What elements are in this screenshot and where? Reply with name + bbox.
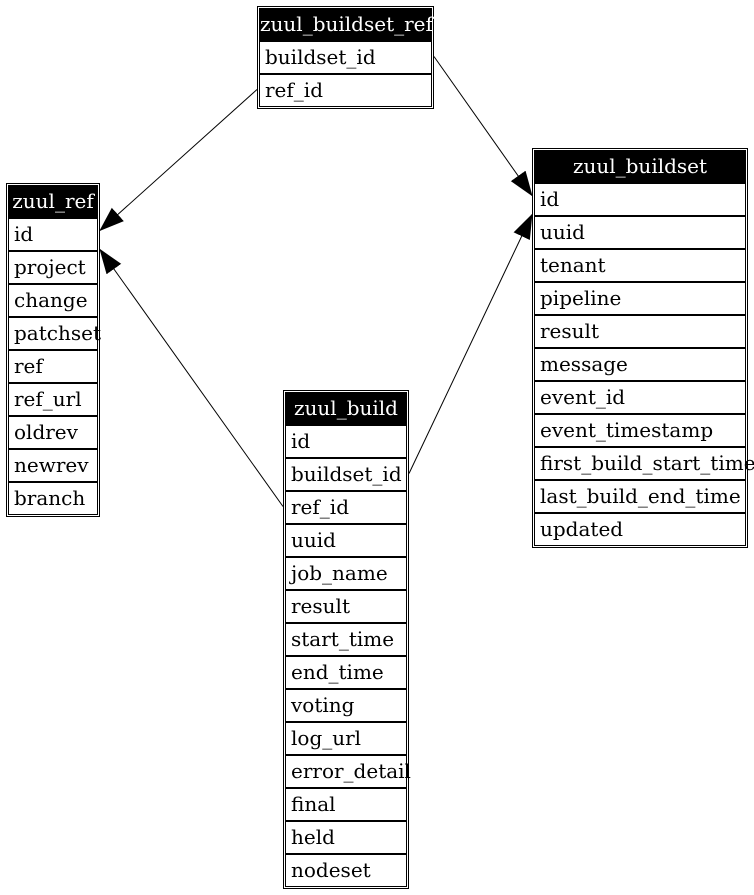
field-row-zuul_ref-project: project: [8, 251, 98, 284]
field-row-zuul_build-nodeset: nodeset: [285, 854, 407, 887]
table-title-zuul_buildset: zuul_buildset: [534, 150, 746, 183]
field-row-zuul_build-ref_id: ref_id: [285, 491, 407, 524]
field-row-zuul_buildset_ref-ref_id: ref_id: [259, 74, 432, 107]
field-row-zuul_build-job_name: job_name: [285, 557, 407, 590]
field-row-zuul_buildset-result: result: [534, 315, 746, 348]
field-row-zuul_buildset-message: message: [534, 348, 746, 381]
field-row-zuul_build-voting: voting: [285, 689, 407, 722]
field-row-zuul_ref-oldrev: oldrev: [8, 416, 98, 449]
edge-zuul_build-buildset_id-to-zuul_buildset-id: [408, 213, 533, 474]
field-row-zuul_build-held: held: [285, 821, 407, 854]
field-row-zuul_buildset-last_build_end_time: last_build_end_time: [534, 480, 746, 513]
field-row-zuul_build-start_time: start_time: [285, 623, 407, 656]
edge-zuul_buildset_ref-buildset_id-to-zuul_buildset-id: [433, 56, 533, 197]
field-row-zuul_build-buildset_id: buildset_id: [285, 458, 407, 491]
field-row-zuul_buildset-event_id: event_id: [534, 381, 746, 414]
field-row-zuul_buildset-first_build_start_time: first_build_start_time: [534, 447, 754, 480]
field-row-zuul_buildset-uuid: uuid: [534, 216, 746, 249]
field-row-zuul_buildset_ref-buildset_id: buildset_id: [259, 41, 432, 74]
field-row-zuul_build-log_url: log_url: [285, 722, 407, 755]
field-row-zuul_buildset-event_timestamp: event_timestamp: [534, 414, 746, 447]
field-row-zuul_build-end_time: end_time: [285, 656, 407, 689]
table-title-zuul_buildset_ref: zuul_buildset_ref: [259, 8, 433, 41]
table-title-zuul_build: zuul_build: [285, 392, 407, 425]
field-row-zuul_build-id: id: [285, 425, 407, 458]
field-row-zuul_build-uuid: uuid: [285, 524, 407, 557]
field-row-zuul_buildset-updated: updated: [534, 513, 746, 546]
field-row-zuul_ref-newrev: newrev: [8, 449, 98, 482]
field-row-zuul_build-final: final: [285, 788, 407, 821]
edge-zuul_buildset_ref-ref_id-to-zuul_ref-id: [99, 89, 258, 232]
field-row-zuul_build-error_detail: error_detail: [285, 755, 411, 788]
field-row-zuul_ref-branch: branch: [8, 482, 98, 515]
field-row-zuul_build-result: result: [285, 590, 407, 623]
field-row-zuul_buildset-pipeline: pipeline: [534, 282, 746, 315]
field-row-zuul_ref-ref_url: ref_url: [8, 383, 98, 416]
field-row-zuul_ref-id: id: [8, 218, 98, 251]
field-row-zuul_ref-patchset: patchset: [8, 317, 101, 350]
field-row-zuul_buildset-id: id: [534, 183, 746, 216]
field-row-zuul_ref-change: change: [8, 284, 98, 317]
field-row-zuul_buildset-tenant: tenant: [534, 249, 746, 282]
field-row-zuul_ref-ref: ref: [8, 350, 98, 383]
edge-zuul_build-ref_id-to-zuul_ref-id: [99, 248, 284, 507]
table-title-zuul_ref: zuul_ref: [8, 185, 98, 218]
